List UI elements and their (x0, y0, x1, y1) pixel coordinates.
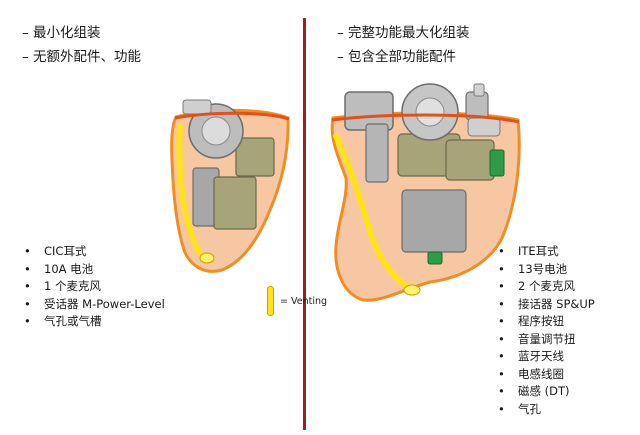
left-feature: 10A 电池 (18, 261, 165, 279)
right-feature: 接话器 SP&UP (492, 296, 595, 314)
ite-faceplate (331, 113, 520, 124)
right-heading-2: 包含全部功能配件 (337, 45, 470, 69)
ite-hearing-aid (330, 83, 521, 302)
right-feature: 蓝牙天线 (492, 348, 595, 366)
center-divider (303, 18, 306, 430)
cic-microphone (182, 99, 212, 115)
ite-receiver (401, 189, 467, 253)
cic-amplifier (235, 137, 275, 177)
ite-battery-column (365, 123, 389, 183)
right-feature: 音量调节扭 (492, 331, 595, 349)
venting-label: = Venting (280, 295, 328, 307)
cic-vent-opening (199, 252, 215, 264)
right-feature: ITE耳式 (492, 243, 595, 261)
left-feature: 气孔或气槽 (18, 313, 165, 331)
right-heading-1: 完整功能最大化组装 (337, 21, 470, 45)
cic-faceplate (174, 111, 290, 121)
right-feature: 13号电池 (492, 261, 595, 279)
right-feature-list: ITE耳式 13号电池 2 个麦克风 接话器 SP&UP 程序按钮 音量调节扭 … (492, 243, 595, 418)
left-feature: 1 个麦克风 (18, 278, 165, 296)
left-heading-2: 无额外配件、功能 (22, 45, 141, 69)
right-feature: 电感线圈 (492, 366, 595, 384)
ite-microphone (467, 117, 501, 137)
right-feature: 程序按钮 (492, 313, 595, 331)
cic-battery-housing (213, 176, 257, 230)
left-heading-list: 最小化组装 无额外配件、功能 (22, 21, 141, 69)
left-feature: 受话器 M-Power-Level (18, 296, 165, 314)
ite-vent-opening (403, 284, 421, 296)
venting-legend: = Venting (267, 285, 327, 317)
cic-hearing-aid (170, 99, 290, 273)
ite-battery-inner (415, 97, 445, 127)
cic-battery-inner (201, 116, 231, 146)
ite-vent (333, 133, 415, 293)
left-feature-list: CIC耳式 10A 电池 1 个麦克风 受话器 M-Power-Level 气孔… (18, 243, 165, 331)
ite-receiver-spout (427, 251, 443, 265)
right-heading-list: 完整功能最大化组装 包含全部功能配件 (337, 21, 470, 69)
left-heading-1: 最小化组装 (22, 21, 141, 45)
left-feature: CIC耳式 (18, 243, 165, 261)
ite-program-button (473, 83, 485, 97)
right-feature: 磁感 (DT) (492, 383, 595, 401)
right-feature: 2 个麦克风 (492, 278, 595, 296)
venting-swatch (267, 286, 274, 316)
ite-bluetooth-antenna (489, 149, 505, 177)
right-feature: 气孔 (492, 401, 595, 419)
ite-amplifier (445, 139, 495, 181)
